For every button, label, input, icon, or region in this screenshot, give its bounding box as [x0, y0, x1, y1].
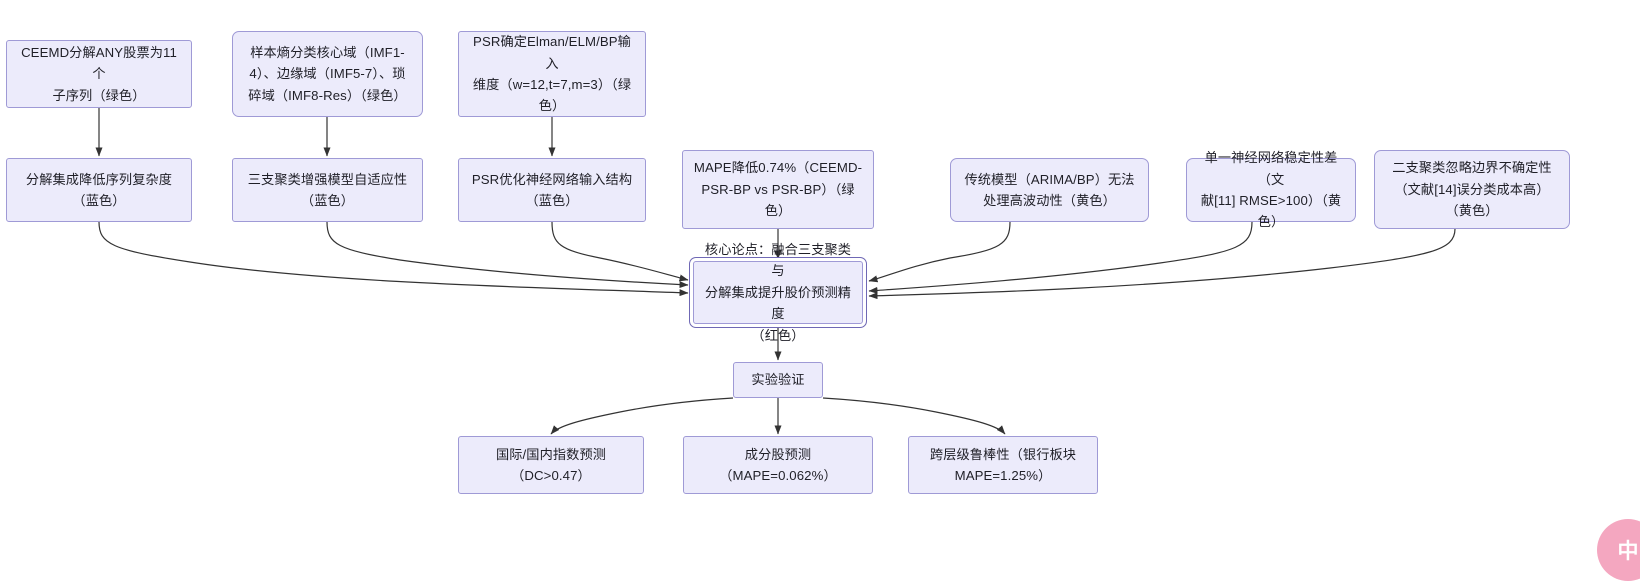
edge-c1-core	[98, 221, 689, 297]
edge-c3-core	[551, 221, 689, 282]
node-claim-complexity-reduction[interactable]: 分解集成降低序列复杂度 （蓝色）	[6, 158, 192, 222]
node-psr-input-dimension[interactable]: PSR确定Elman/ELM/BP输入 维度（w=12,t=7,m=3）（绿 色…	[458, 31, 646, 117]
watermark-logo: 中	[1597, 519, 1640, 581]
edge-e2-core	[868, 221, 1011, 283]
edge-e4-core	[868, 228, 1456, 300]
edge-c2-core	[326, 221, 689, 289]
node-sample-entropy-classification[interactable]: 样本熵分类核心域（IMF1- 4）、边缘域（IMF5-7）、琐 碎域（IMF8-…	[232, 31, 423, 117]
node-experimental-validation[interactable]: 实验验证	[733, 362, 823, 398]
node-result-index-forecast[interactable]: 国际/国内指数预测 （DC>0.47）	[458, 436, 644, 494]
node-evidence-mape-reduction[interactable]: MAPE降低0.74%（CEEMD- PSR-BP vs PSR-BP）（绿 色…	[682, 150, 874, 229]
node-claim-psr-optimization[interactable]: PSR优化神经网络输入结构 （蓝色）	[458, 158, 646, 222]
node-result-constituent-stock-forecast[interactable]: 成分股预测 （MAPE=0.062%）	[683, 436, 873, 494]
node-evidence-single-nn-instability[interactable]: 单一神经网络稳定性差（文 献[11] RMSE>100）（黄色）	[1186, 150, 1356, 229]
edge-e3-core	[868, 221, 1253, 294]
node-result-cross-level-robustness[interactable]: 跨层级鲁棒性（银行板块 MAPE=1.25%）	[908, 436, 1098, 494]
edge-val-r1	[550, 397, 734, 435]
node-claim-three-way-clustering[interactable]: 三支聚类增强模型自适应性 （蓝色）	[232, 158, 423, 222]
node-evidence-two-way-clustering-boundary[interactable]: 二支聚类忽略边界不确定性 （文献[14]误分类成本高） （黄色）	[1374, 150, 1570, 229]
watermark-text: 中	[1617, 540, 1639, 563]
node-core-thesis[interactable]: 核心论点：融合三支聚类与 分解集成提升股价预测精度 （红色）	[693, 242, 863, 343]
edge-val-r3	[822, 397, 1006, 435]
node-evidence-traditional-model-limits[interactable]: 传统模型（ARIMA/BP）无法 处理高波动性（黄色）	[950, 158, 1149, 222]
node-ceemd-decomposition[interactable]: CEEMD分解ANY股票为11个 子序列（绿色）	[6, 40, 192, 108]
